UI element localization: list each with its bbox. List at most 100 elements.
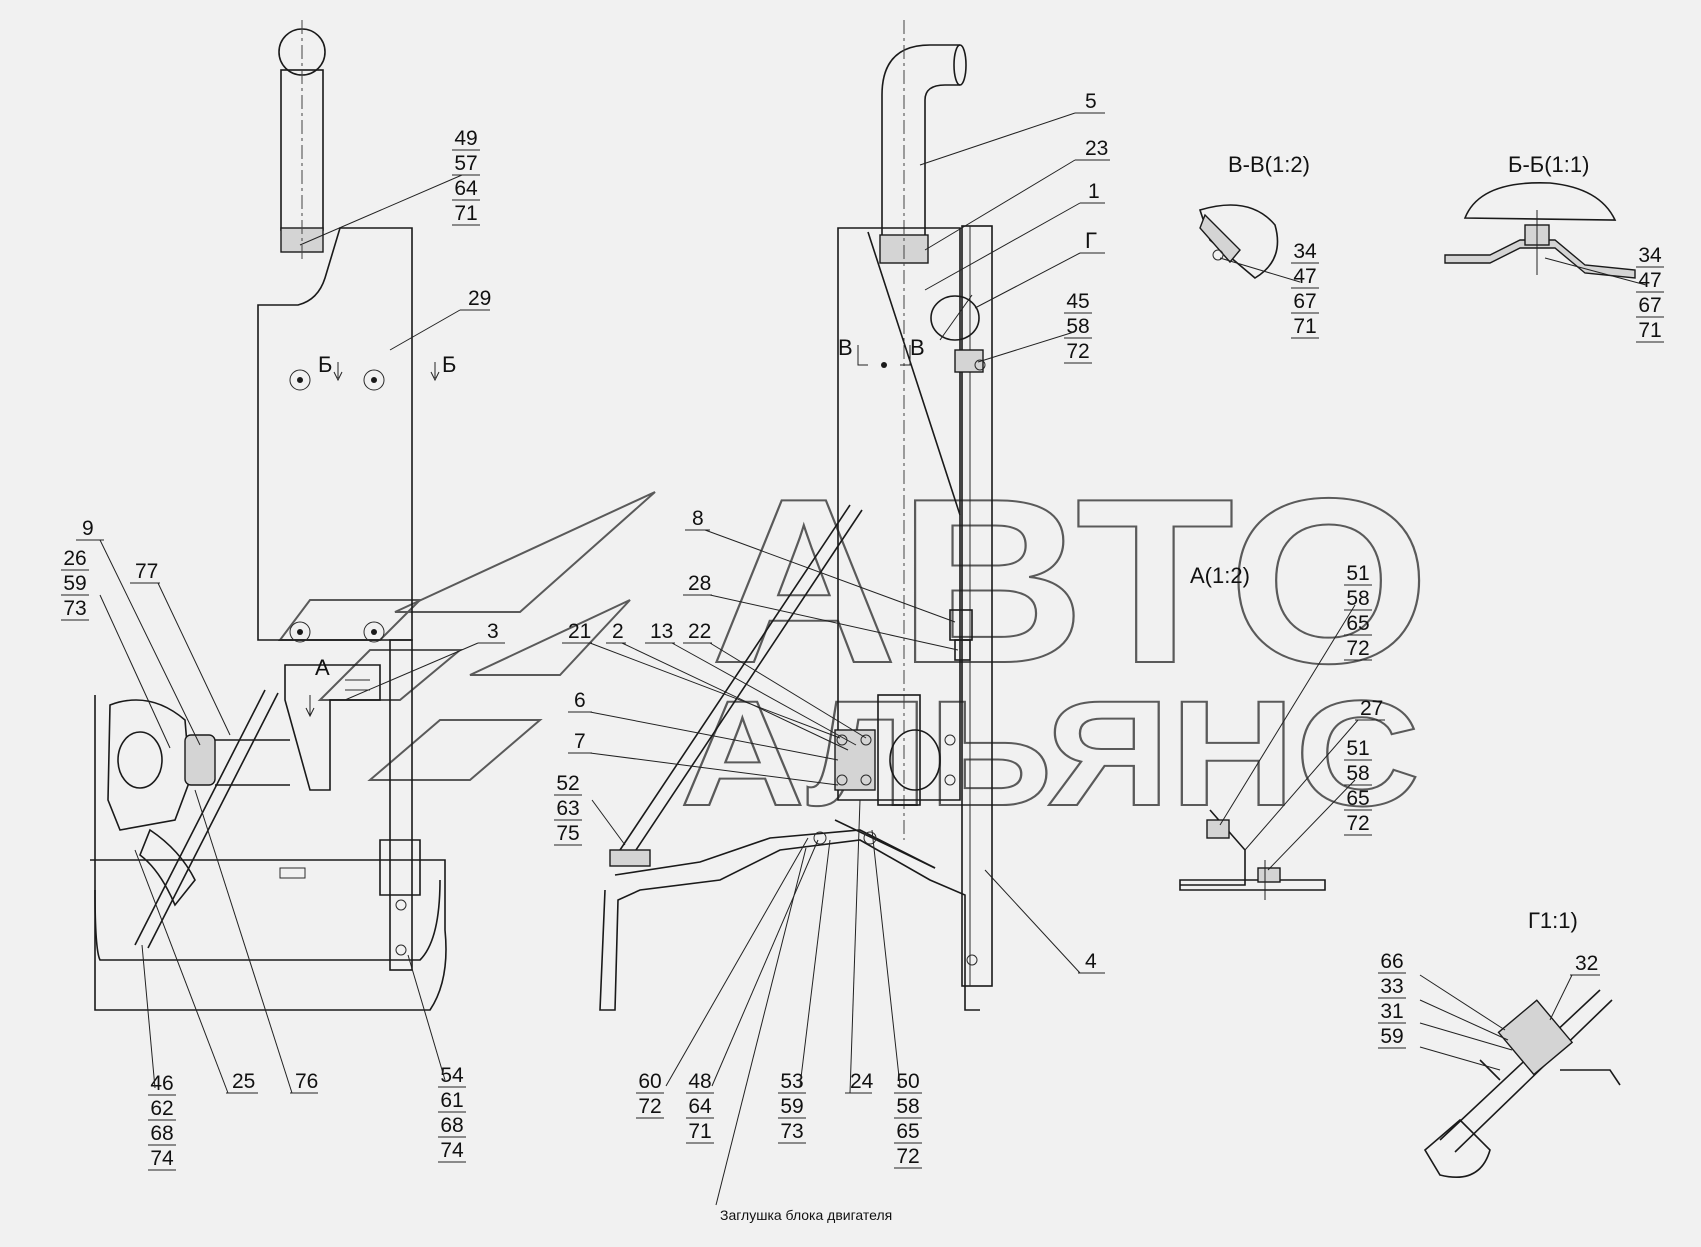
leader-line — [1544, 257, 1647, 286]
view-a-nut — [1206, 819, 1230, 839]
callout-label-32: 32 — [1575, 952, 1598, 975]
callout-number: 47 — [1638, 269, 1661, 292]
arrow-icon — [900, 345, 911, 366]
callout-number: 51 — [1346, 562, 1369, 585]
callout-number: 46 — [150, 1072, 173, 1095]
cut-mark-b-left: Б — [318, 352, 332, 377]
callout-number: 71 — [1638, 319, 1661, 342]
leader-line — [704, 529, 956, 623]
bolt-icon — [863, 831, 877, 845]
view-title-a: А(1:2) — [1190, 563, 1250, 588]
small-tab — [279, 867, 306, 879]
leader-line — [924, 202, 1081, 291]
callout-25: 25 — [134, 849, 258, 1094]
exhaust-pipe-5 — [881, 44, 960, 235]
leader-line — [591, 799, 626, 846]
section-vv-bracket — [1199, 213, 1241, 264]
callout-21: 21 — [562, 620, 841, 739]
view-g-bolt — [1454, 999, 1613, 1153]
callout-number: 73 — [63, 597, 86, 620]
callout-label-6: 6 — [574, 689, 586, 712]
leader-line — [715, 847, 807, 1206]
callout-number: 64 — [688, 1095, 712, 1118]
leader-line — [407, 954, 446, 1081]
callout-28: 28 — [683, 572, 959, 651]
plate-rod — [834, 819, 936, 869]
callout-label-22: 22 — [688, 620, 711, 643]
callout-number: 31 — [1380, 1000, 1403, 1023]
mounting-plate — [614, 829, 936, 876]
callout-number: 72 — [1066, 340, 1089, 363]
leader-line — [344, 642, 479, 701]
callout-label-28: 28 — [688, 572, 711, 595]
leader-line — [99, 594, 171, 749]
leader-line — [1419, 1046, 1501, 1071]
callout-8: 8 — [685, 507, 956, 623]
callout-label-23: 23 — [1085, 137, 1108, 160]
watermark-logo-stripe — [317, 649, 463, 701]
watermark-logo-stripe — [469, 599, 631, 676]
callout-number: 68 — [150, 1122, 173, 1145]
callout-label-1: 1 — [1088, 180, 1100, 203]
callout-23: 23 — [924, 137, 1110, 251]
callout-number: 71 — [454, 202, 477, 225]
pipe-outlet — [953, 44, 967, 86]
callout-label-77: 77 — [135, 560, 158, 583]
leader-line — [389, 309, 461, 351]
bolt-icon — [944, 734, 956, 746]
leader-line — [1267, 779, 1356, 871]
bolt-icon — [813, 831, 827, 845]
section-vv — [1198, 204, 1279, 279]
arrow-icon — [430, 362, 440, 382]
callout-number: 57 — [454, 152, 477, 175]
callout-number: 68 — [440, 1114, 463, 1137]
arrow-icon — [857, 345, 868, 366]
leader-line — [1219, 604, 1356, 826]
leader-line — [1219, 257, 1301, 283]
view-title-g: Г1:1) — [1528, 908, 1578, 933]
leader-line — [141, 944, 156, 1089]
watermark-logo-stripe — [367, 719, 543, 781]
callout-number: 63 — [556, 797, 579, 820]
elbow — [139, 828, 196, 907]
end-fitting-52 — [609, 849, 651, 867]
heat-shield-1 — [837, 227, 961, 801]
callout-label-13: 13 — [650, 620, 673, 643]
bolt-icon — [860, 734, 872, 746]
leader-line — [1244, 719, 1359, 851]
callout-number: 48 — [688, 1070, 711, 1093]
watermark-logo-stripe — [394, 491, 656, 613]
watermark-line1: АВТО — [710, 449, 1430, 712]
leader-line — [589, 642, 841, 739]
callout-number: 74 — [440, 1139, 464, 1162]
callout-number: 59 — [63, 572, 86, 595]
manifold — [107, 699, 191, 831]
arrow-icon — [305, 695, 315, 718]
rod-46 — [147, 692, 279, 949]
leader-line — [589, 711, 839, 761]
callout-number: 58 — [1066, 315, 1089, 338]
callout-label-5: 5 — [1085, 90, 1097, 113]
leader-line — [299, 174, 463, 246]
callout-label-9: 9 — [82, 517, 94, 540]
vertical-bracket-54 — [389, 639, 413, 971]
bolt-icon — [289, 369, 311, 391]
leader-line — [977, 331, 1075, 363]
bolt-icon — [395, 944, 407, 956]
leader-line — [709, 642, 867, 739]
leader-line — [984, 869, 1081, 974]
support-strip-4 — [961, 225, 993, 987]
callout-4: 4 — [984, 869, 1105, 974]
bolt-icon — [860, 774, 872, 786]
callout-27: 27 — [1244, 697, 1385, 851]
mount-g — [930, 295, 980, 341]
callout-number: 75 — [556, 822, 579, 845]
bracket-lower-left — [284, 664, 381, 791]
